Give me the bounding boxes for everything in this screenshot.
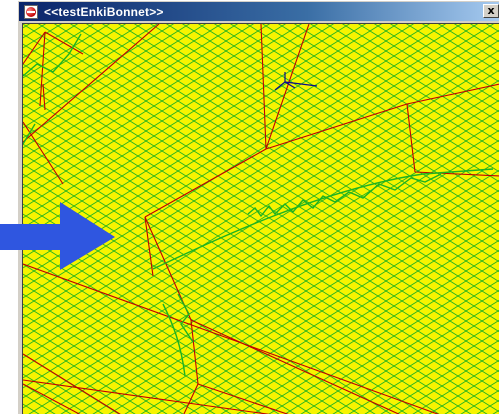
app-logo-icon[interactable] — [24, 4, 38, 19]
mesh-grid — [23, 24, 499, 414]
axis-gizmo — [274, 72, 318, 91]
app-window: <<testEnkiBonnet>> x — [17, 0, 499, 414]
mesh-seam-lines — [23, 33, 494, 377]
arrow-pointer-icon — [0, 202, 115, 270]
title-bar[interactable]: <<testEnkiBonnet>> x — [19, 2, 499, 21]
window-title: <<testEnkiBonnet>> — [44, 4, 164, 19]
mesh-canvas[interactable] — [23, 24, 499, 414]
mesh-edges — [23, 24, 499, 414]
close-button[interactable]: x — [483, 4, 499, 18]
mesh-viewport[interactable] — [22, 23, 499, 414]
